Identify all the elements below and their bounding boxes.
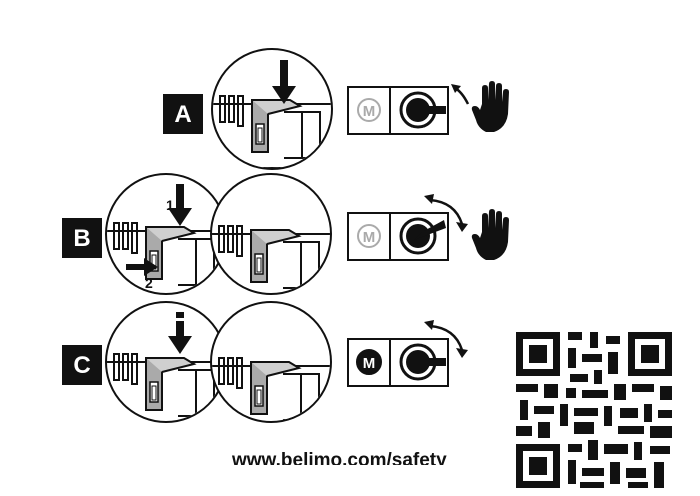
step-a-badge [163,94,203,134]
motor-icon [357,98,381,122]
rotate-double-arrow-icon [424,320,468,358]
step-b-motor-panel: M [347,212,449,261]
step-a-letter: A [174,101,191,128]
footer-url[interactable]: www.belimo.com/safety [232,450,447,465]
svg-text:M: M [363,229,376,246]
step-a: A M [163,48,509,170]
footer-clip: www.belimo.com/safety [232,450,447,465]
svg-text:M: M [363,355,376,372]
step-b-magnifier-1: 1 2 [105,173,227,295]
knob-icon [399,91,446,129]
step-b-badge [62,218,102,258]
step-b-magnifier-2 [210,173,332,295]
push-right-arrow-icon [126,258,158,276]
step-c-motor-panel: M [347,338,449,387]
hand-stop-icon [471,209,509,260]
qr-code-icon [510,326,680,491]
callout-2: 2 [145,275,153,291]
knob-icon [399,343,446,381]
release-down-arrow-icon [168,312,192,354]
step-c-magnifier-1 [105,301,227,423]
step-b: B 1 2 [62,173,509,295]
step-c-badge [62,345,102,385]
hand-stop-icon [471,81,509,132]
callout-1: 1 [166,197,174,213]
press-down-arrow-icon [168,184,192,226]
motor-icon [357,224,381,248]
step-c: C M [62,301,468,423]
motor-icon [356,349,382,375]
step-a-motor-panel: M [347,86,449,135]
knob-icon [399,217,446,255]
svg-text:M: M [363,103,376,120]
step-c-letter: C [73,352,90,379]
rotate-double-arrow-icon [424,194,468,232]
press-down-arrow-icon [272,60,296,104]
step-c-magnifier-2 [210,301,332,423]
step-b-letter: B [73,225,90,252]
step-a-magnifier [211,48,333,170]
